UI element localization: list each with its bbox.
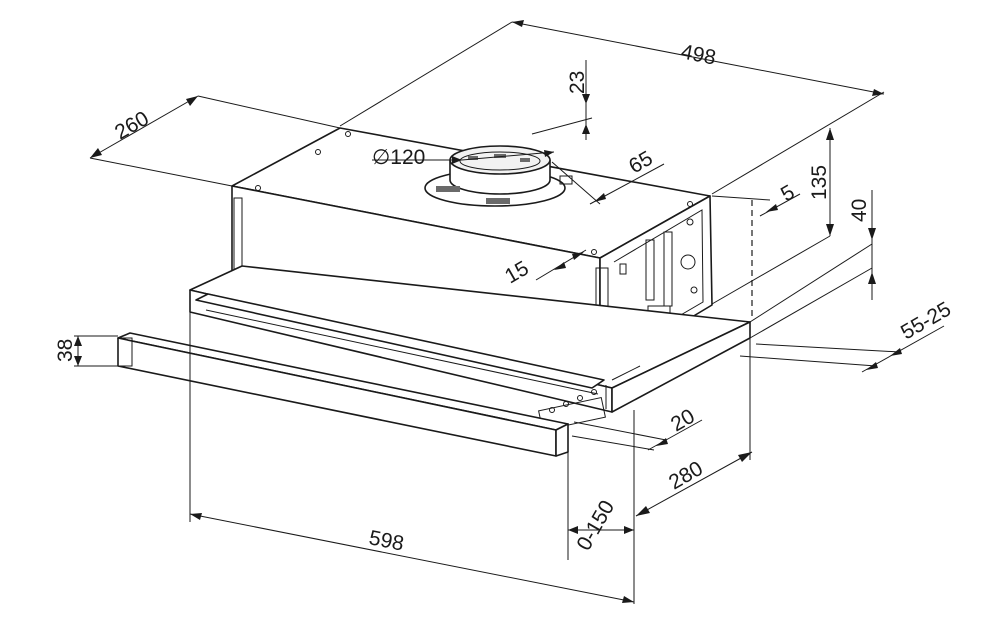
label-40: 40: [848, 199, 871, 222]
label-260: 260: [111, 107, 153, 144]
panel-cap-left: [117, 337, 133, 367]
dim-line-498: [511, 21, 885, 95]
front-panel: [117, 332, 569, 457]
label-498: 498: [679, 40, 718, 69]
dimension-lines: [74, 20, 945, 604]
flange-clip-front: [486, 198, 510, 204]
damper-vane-3: [520, 158, 530, 162]
label-20: 20: [667, 405, 699, 437]
dim-line-598: [189, 513, 635, 603]
side-screw-hole: [680, 254, 696, 270]
panel-end-face: [555, 423, 569, 457]
damper-vane-2: [494, 154, 506, 158]
label-5: 5: [777, 181, 799, 207]
top-rivet-3: [255, 185, 261, 191]
top-rivet-5: [591, 249, 597, 255]
dim-line-20: [647, 419, 703, 451]
dim-line-5: [759, 193, 801, 217]
top-rivet-2: [315, 149, 321, 155]
label-280: 280: [665, 457, 707, 494]
side-slot-1: [645, 239, 655, 301]
label-0-150: 0-150: [572, 496, 619, 554]
dim-line-260: [89, 95, 199, 159]
label-598: 598: [367, 526, 406, 555]
label-135: 135: [808, 165, 831, 200]
rail-strip: [195, 293, 605, 389]
panel-bevel: [131, 340, 543, 428]
dim-line-280: [635, 451, 753, 517]
side-tab-1: [619, 263, 627, 275]
label-38: 38: [54, 339, 77, 362]
label-23: 23: [566, 71, 589, 94]
damper-vane-1: [468, 156, 478, 160]
side-rivet-1: [686, 218, 694, 226]
lower-frame: [189, 265, 751, 432]
top-rivet-4: [687, 201, 693, 207]
top-rivet-1: [345, 131, 351, 137]
label-65: 65: [625, 147, 657, 179]
rail-lower: [205, 309, 599, 395]
flange-clip-left: [436, 186, 460, 192]
label-diameter-120: ∅120: [372, 146, 425, 169]
label-55-25: 55-25: [897, 298, 955, 345]
duct-collar: [424, 145, 573, 207]
side-rivet-2: [690, 286, 698, 294]
duct-inner: [459, 151, 541, 171]
frame-corner-line: [611, 365, 641, 381]
